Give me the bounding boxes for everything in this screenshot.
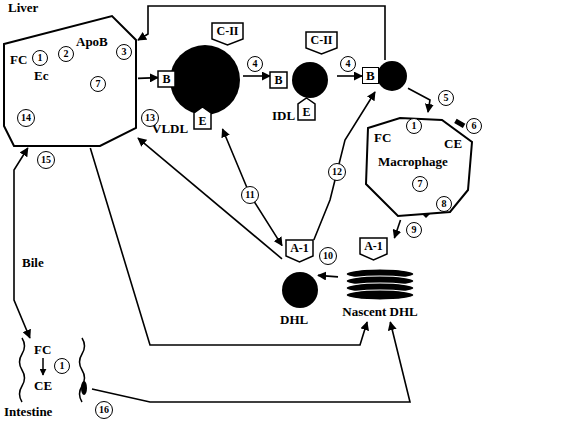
nascent-hdl: Nascent DHLA-1 xyxy=(338,266,422,322)
apolipoprotein-name: A-1 xyxy=(364,240,383,253)
tag-shape xyxy=(298,98,315,120)
node-text: ApoB xyxy=(76,34,108,49)
apolipoprotein-name: A-1 xyxy=(290,242,309,255)
callout-number: 5 xyxy=(438,90,454,106)
callout-number: 16 xyxy=(95,401,113,419)
apolipoprotein-name: B xyxy=(274,74,282,87)
callout-number: 1 xyxy=(54,358,70,374)
apolipoprotein-tag: A-1 xyxy=(360,238,387,260)
lipid-disc xyxy=(346,290,414,300)
flow-arrow xyxy=(138,138,282,259)
node-text: DHL xyxy=(280,312,308,327)
node-text: VLDL xyxy=(152,121,188,136)
callout-number: 8 xyxy=(436,196,452,212)
receptor-bar xyxy=(454,119,465,128)
node-text: B xyxy=(362,67,379,84)
callout-number: 4 xyxy=(247,56,263,72)
apolipoprotein-name: B xyxy=(162,73,170,86)
node-text: FC xyxy=(10,52,27,67)
node-text: Liver xyxy=(8,0,38,15)
vldl-particle xyxy=(170,45,240,115)
callout-number: 14 xyxy=(17,109,35,127)
callout-number: 13 xyxy=(141,109,159,127)
node-text: Nascent DHL xyxy=(342,304,417,319)
callout-number: 2 xyxy=(58,46,74,62)
node-text: IDL xyxy=(272,108,295,123)
liver-outline xyxy=(2,14,138,148)
tag-shape xyxy=(360,238,387,260)
text-label: Bile xyxy=(22,255,44,270)
node-text: CE xyxy=(444,136,462,151)
flow-arrow xyxy=(243,75,270,77)
text-label: FC xyxy=(34,342,51,357)
callout-number: 9 xyxy=(406,222,422,238)
flow-arrow xyxy=(337,75,362,77)
callout-number: 1 xyxy=(406,118,422,134)
lipoprotein-core xyxy=(377,61,407,91)
callout-number: 15 xyxy=(37,151,55,169)
idl-particle: IDLBC-IIE xyxy=(292,62,328,98)
apolipoprotein-tag: B xyxy=(270,72,287,88)
node-text: Macrophage xyxy=(378,154,448,169)
apolipoprotein-name: E xyxy=(198,115,206,128)
node-text: Intestine xyxy=(4,404,52,419)
tag-shape xyxy=(158,71,175,87)
callout-number: 11 xyxy=(241,186,259,204)
callout-number: 7 xyxy=(90,76,106,92)
callout-number: 7 xyxy=(412,176,428,192)
callout-number: 12 xyxy=(328,163,346,181)
callout-number: 6 xyxy=(466,118,482,134)
organ-outline xyxy=(4,16,136,146)
tag-shape xyxy=(212,23,243,45)
flow-arrow xyxy=(138,6,385,60)
gut-wall xyxy=(80,338,85,402)
callout-number: 4 xyxy=(340,56,356,72)
apolipoprotein-tag: E xyxy=(194,107,211,129)
apolipoprotein-tag: C-II xyxy=(306,32,337,54)
tag-shape xyxy=(306,32,337,54)
apolipoprotein-name: C-II xyxy=(310,34,332,47)
apolipoprotein-tag: B xyxy=(158,71,175,87)
apolipoprotein-tag: E xyxy=(298,98,315,120)
idl-particle xyxy=(292,62,328,98)
apolipoprotein-name: E xyxy=(302,106,310,119)
cell-outline xyxy=(366,118,472,216)
callout-number: 1 xyxy=(32,50,48,66)
apolipoprotein-name: C-II xyxy=(216,25,238,38)
ldl-particle: B xyxy=(362,60,408,92)
flow-arrow xyxy=(394,220,400,238)
gut-wall xyxy=(20,338,25,402)
vldl-particle: VLDLBC-IIE xyxy=(170,45,240,115)
lipoprotein-core xyxy=(170,45,240,115)
flow-arrow xyxy=(408,88,430,112)
apolipoprotein-tag: C-II xyxy=(212,23,243,45)
liver-outline: LiverFCEcApoB xyxy=(2,14,138,148)
flow-arrow xyxy=(318,275,338,277)
hdl-particle: DHLA-1 xyxy=(282,272,318,308)
node-text: Ec xyxy=(34,68,48,83)
flow-arrow xyxy=(90,148,367,345)
lipoprotein-core xyxy=(282,272,318,308)
lipoprotein-core xyxy=(292,62,328,98)
hdl-particle xyxy=(282,272,318,308)
flow-arrow xyxy=(138,77,158,79)
flow-arrow xyxy=(223,129,283,246)
node-text: FC xyxy=(374,130,391,145)
flow-arrow xyxy=(92,322,410,402)
apolipoprotein-tag: A-1 xyxy=(286,240,313,262)
tag-shape xyxy=(286,240,313,262)
tag-shape xyxy=(194,107,211,129)
text-label: CE xyxy=(34,378,52,393)
callout-number: 10 xyxy=(319,247,337,265)
tag-shape xyxy=(270,72,287,88)
callout-number: 3 xyxy=(116,44,132,60)
reaction-arrow xyxy=(42,358,44,375)
flow-arrow xyxy=(14,148,30,338)
